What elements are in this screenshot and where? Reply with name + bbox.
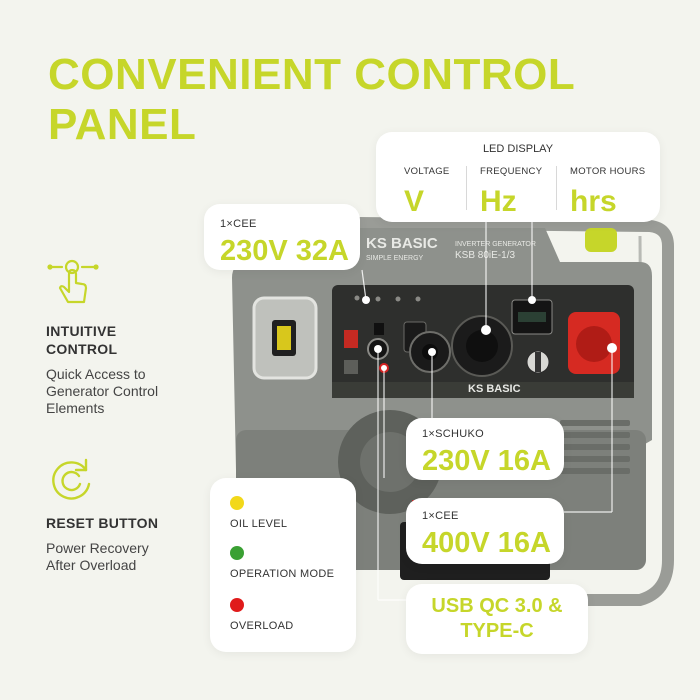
callout-label: 1×CEE (422, 510, 459, 522)
callout-label: 1×SCHUKO (422, 428, 485, 440)
rotary-knob (535, 352, 541, 372)
indicator-label: OIL LEVEL (230, 518, 288, 530)
led-col-unit: hrs (570, 185, 617, 218)
engine-switch[interactable] (344, 330, 358, 348)
callout-dots (362, 296, 617, 371)
callout-usb: USB QC 3.0 & TYPE-C (406, 584, 588, 654)
indicator-oil-level: OIL LEVEL (230, 496, 287, 530)
fuel-window-label (277, 326, 291, 350)
cee-400-socket-inner (576, 326, 612, 362)
feature-title-line: CONTROL (46, 341, 118, 357)
usb-text-line: USB QC 3.0 & (431, 595, 563, 617)
indicator-dot-yellow (230, 496, 244, 510)
model-line1: INVERTER GENERATOR (455, 241, 536, 248)
callout-lines (361, 222, 613, 601)
led-col-label: FREQUENCY (480, 166, 543, 177)
indicator-label: OVERLOAD (230, 620, 294, 632)
feature-intuitive-control: INTUITIVE CONTROL Quick Access to Genera… (46, 254, 158, 417)
engine-cover-inner (360, 432, 420, 492)
feature-desc-line: After Overload (46, 557, 137, 573)
usb-text: USB QC 3.0 & TYPE-C (406, 594, 588, 644)
panel-brand-text: KS BASIC (468, 383, 521, 395)
feature-desc-line: Elements (46, 400, 105, 416)
callout-value: 400V 16A (422, 527, 551, 559)
panel-led (395, 296, 401, 302)
choke-switch[interactable] (344, 360, 358, 374)
feature-title: RESET BUTTON (46, 515, 159, 531)
usb-text-line: TYPE-C (460, 620, 534, 642)
led-display-title: LED DISPLAY (482, 143, 554, 155)
led-separator (466, 166, 467, 210)
feature-desc-line: Generator Control (46, 383, 159, 399)
callout-cee-32a: 1×CEE 230V 32A (204, 204, 360, 270)
brand-sub-text: SIMPLE ENERGY (366, 255, 424, 262)
usb-c-port[interactable] (374, 323, 384, 335)
feature-description: Quick Access to Generator Control Elemen… (46, 366, 158, 417)
touch-icon (47, 259, 99, 304)
indicator-dot-red (230, 598, 244, 612)
page-title-line2: PANEL (48, 100, 197, 149)
led-col-label: VOLTAGE (404, 166, 450, 177)
led-col-frequency: FREQUENCY Hz (480, 166, 574, 218)
feature-desc-line: Power Recovery (46, 540, 149, 556)
indicator-operation-mode: OPERATION MODE (230, 546, 334, 580)
feature-desc-line: Quick Access to (46, 366, 146, 382)
indicator-overload: OVERLOAD (230, 598, 293, 632)
grip-accent (585, 228, 617, 252)
callout-schuko: 1×SCHUKO 230V 16A (406, 418, 564, 480)
reset-icon (52, 458, 91, 500)
callout-label: 1×CEE (220, 218, 257, 230)
cee-32-socket-inner (466, 330, 498, 362)
panel-led (354, 295, 360, 301)
model-line2: KSB 80iE-1/3 (455, 250, 515, 261)
led-col-label: MOTOR HOURS (570, 166, 646, 177)
callout-indicators: OIL LEVEL OPERATION MODE OVERLOAD (210, 478, 356, 652)
led-separator (556, 166, 557, 210)
page-title: CONVENIENT CONTROL PANEL (48, 50, 575, 150)
callout-value: 230V 16A (422, 445, 551, 477)
panel-led (375, 296, 381, 302)
feature-description: Power Recovery After Overload (46, 540, 158, 574)
led-col-unit: V (404, 185, 425, 218)
callout-value: 230V 32A (220, 235, 349, 267)
indicator-label: OPERATION MODE (230, 568, 335, 580)
feature-title: INTUITIVE CONTROL (46, 322, 158, 358)
panel-strip (332, 382, 634, 398)
brand-text: KS BASIC (366, 235, 438, 252)
led-display-screen (518, 312, 546, 322)
feature-reset-button: RESET BUTTON Power Recovery After Overlo… (46, 454, 158, 574)
feature-title-line: INTUITIVE (46, 323, 117, 339)
indicator-dot-green (230, 546, 244, 560)
panel-led (415, 296, 421, 302)
led-col-voltage: VOLTAGE V (404, 166, 498, 218)
led-col-unit: Hz (480, 185, 517, 218)
callout-led-display: LED DISPLAY VOLTAGE V FREQUENCY Hz MOTOR… (376, 132, 660, 222)
led-col-motor-hours: MOTOR HOURS hrs (570, 166, 664, 218)
page-title-line1: CONVENIENT CONTROL (48, 50, 576, 99)
callout-cee-400v: 1×CEE 400V 16A (406, 498, 564, 564)
